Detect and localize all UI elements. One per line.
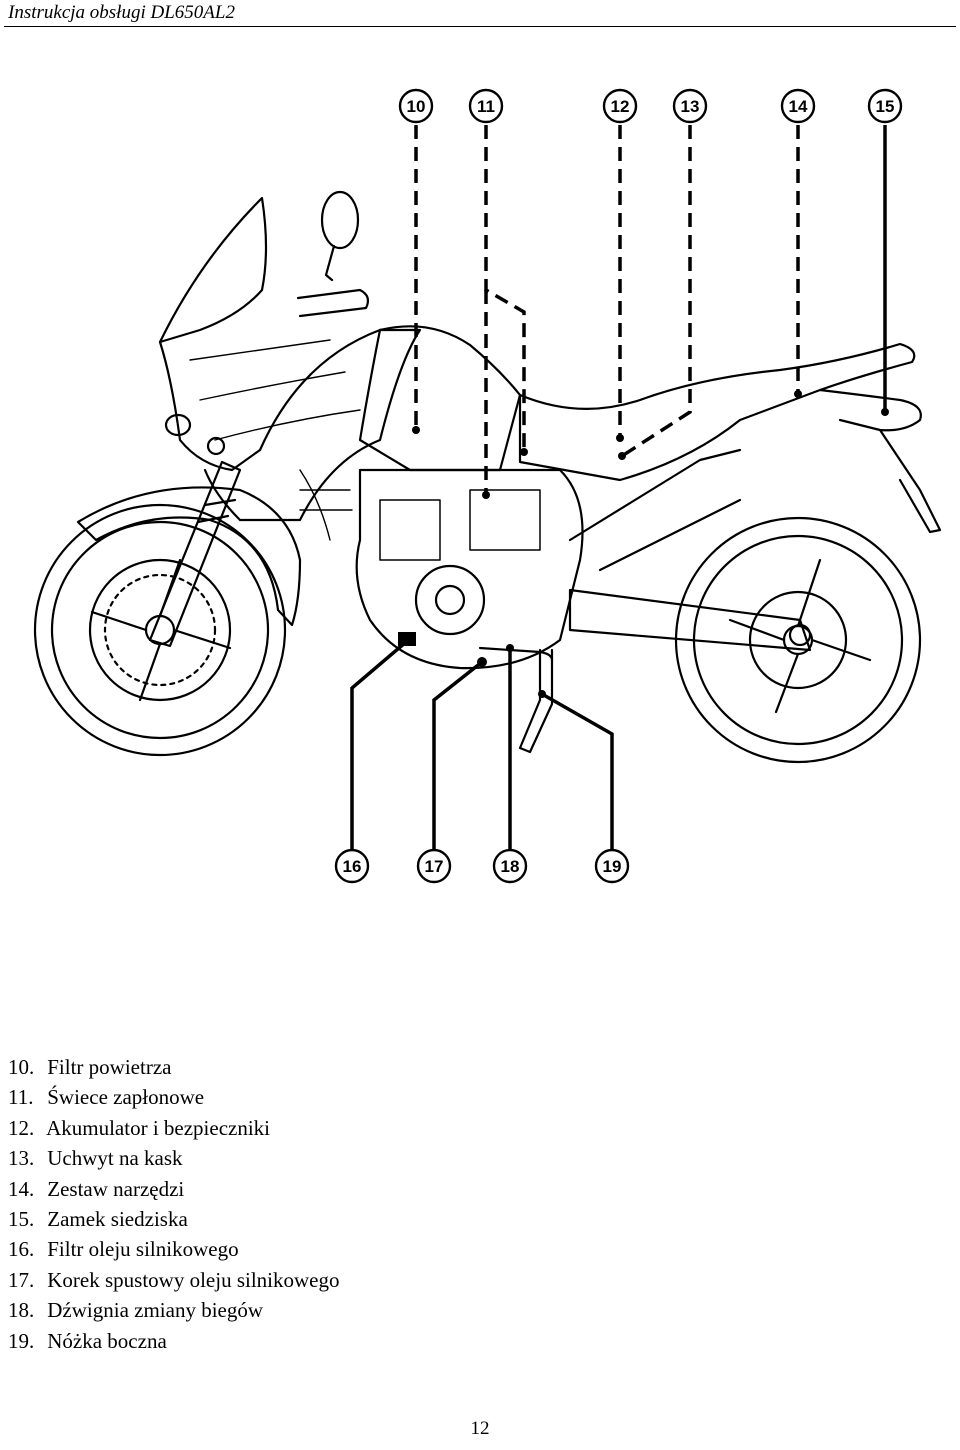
legend-number: 17. [8,1267,35,1292]
callout-10: 10 [407,97,426,116]
header-divider [4,26,956,27]
headlight [164,413,192,437]
seat [518,342,916,482]
legend-item: 12. Akumulator i bezpieczniki [8,1113,708,1143]
legend-number: 14. [8,1176,35,1201]
legend-number: 18. [8,1298,35,1323]
legend-number: 15. [8,1207,35,1232]
callout-15: 15 [876,97,895,116]
legend-text: Filtr powietrza [47,1055,172,1079]
fuel-tank [358,325,522,472]
legend-number: 10. [8,1055,35,1079]
callout-12: 12 [611,97,630,116]
legend-text: Uchwyt na kask [47,1146,183,1171]
legend-item: 17. Korek spustowy oleju silnikowego [8,1265,708,1295]
motorcycle-diagram: 10 11 12 13 14 15 16 17 18 19 [33,88,942,884]
legend-text: Zamek siedziska [47,1207,188,1232]
callout-13: 13 [681,97,700,116]
front-fender [76,486,302,627]
tail-section [818,388,942,534]
legend-number: 13. [8,1146,35,1171]
subframe [568,448,742,572]
callout-17: 17 [425,857,444,876]
page-number: 12 [470,1418,490,1439]
gear-lever [478,646,554,662]
legend-item: 13. Uchwyt na kask [8,1143,708,1173]
parts-legend: 10. Filtr powietrza 11. Świece zapłonowe… [8,1052,708,1356]
legend-item: 18. Dźwignia zmiany biegów [8,1295,708,1325]
legend-number: 12. [8,1115,35,1140]
legend-item: 15. Zamek siedziska [8,1204,708,1234]
handlebar [296,288,370,318]
front-fork [148,460,242,648]
rear-wheel [674,516,922,764]
legend-item: 14. Zestaw narzędzi [8,1174,708,1204]
callout-11: 11 [477,97,495,116]
legend-item: 11. Świece zapłonowe [8,1082,708,1112]
legend-item: 10. Filtr powietrza [8,1052,708,1082]
callout-16: 16 [343,857,362,876]
legend-item: 19. Nóżka boczna [8,1326,708,1356]
legend-number: 19. [8,1328,35,1353]
legend-text: Filtr oleju silnikowego [47,1237,239,1262]
legend-text: Zestaw narzędzi [47,1176,185,1201]
legend-text: Dźwignia zmiany biegów [47,1298,264,1323]
legend-text: Nóżka boczna [47,1328,167,1353]
callout-14: 14 [789,97,808,116]
legend-item: 16. Filtr oleju silnikowego [8,1234,708,1264]
mirror [320,190,360,282]
callout-18: 18 [501,857,520,876]
legend-text: Akumulator i bezpieczniki [46,1115,271,1140]
legend-text: Korek spustowy oleju silnikowego [47,1267,340,1292]
legend-number: 11. [8,1085,34,1110]
turn-signal [206,436,226,456]
manual-header-title: Instrukcja obsługi DL650AL2 [8,2,235,23]
callout-19: 19 [603,857,622,876]
side-stand [518,648,554,754]
swingarm [568,588,812,652]
legend-text: Świece zapłonowe [47,1085,205,1110]
legend-number: 16. [8,1237,35,1262]
engine-block [355,468,584,670]
windscreen [158,196,268,344]
